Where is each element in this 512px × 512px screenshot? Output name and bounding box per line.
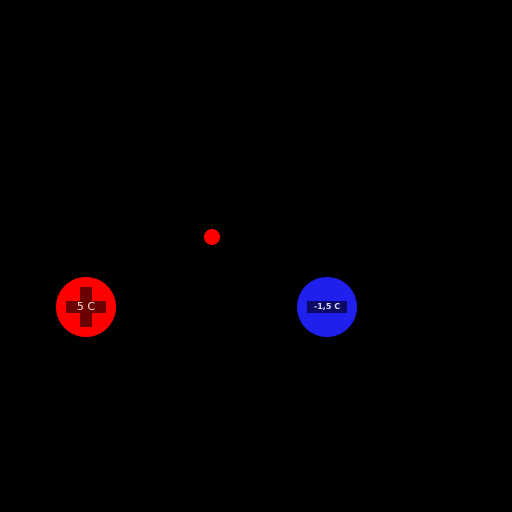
negative-charge[interactable]: -1,5 C <box>297 277 357 337</box>
minus-sign-icon <box>307 301 347 313</box>
positive-charge[interactable]: 5 C <box>56 277 116 337</box>
positive-charge-label: 5 C <box>76 300 96 313</box>
negative-charge-label: -1,5 C <box>313 302 341 311</box>
plus-sign-icon-bar <box>66 301 106 313</box>
test-charge[interactable] <box>204 229 220 245</box>
